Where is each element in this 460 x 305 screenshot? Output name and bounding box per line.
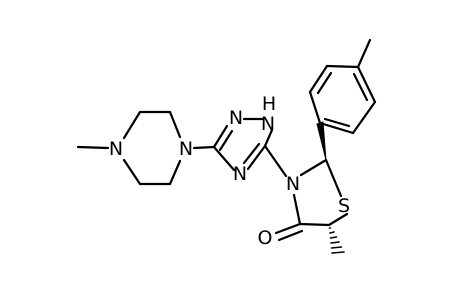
bond-S-C5 <box>327 212 349 227</box>
bond-pip-4 <box>168 159 182 186</box>
bond-ar-3 <box>325 64 360 69</box>
bond-ar-6 <box>318 121 355 135</box>
atom-label-n-triazole-2: N <box>261 113 275 135</box>
bond-pip-3 <box>168 110 182 139</box>
atom-label-n-triazole-1: N <box>229 107 243 129</box>
bond-methyl-pipN <box>76 145 110 150</box>
bond-C4-O <box>274 222 302 235</box>
atom-label-s-ring: S <box>338 195 350 217</box>
bond-ar-4-dbl <box>352 72 369 102</box>
atom-label-h-triazole: H <box>262 93 276 115</box>
bond-pip-6 <box>122 158 142 186</box>
label-layer: N N N N H N N S O <box>109 93 350 249</box>
atom-label-n-triazole-3: N <box>233 163 247 185</box>
atom-label-n-pip-left: N <box>109 138 123 160</box>
bond-pip-1 <box>122 110 142 140</box>
bond-tri-C3-N2-dbl <box>218 129 234 152</box>
solid-wedge-aryl <box>316 121 327 161</box>
atom-label-o-carbonyl: O <box>258 227 273 249</box>
bond-ar-2-dbl <box>316 71 333 95</box>
bond-ar-2 <box>308 64 329 94</box>
hashed-wedge-methyl <box>328 227 345 254</box>
bond-triazole-N3 <box>263 144 288 178</box>
bond-tri-C3-N2 <box>212 124 229 149</box>
bond-tri-C5-N4 <box>246 144 267 171</box>
bond-C5-C4 <box>298 222 331 227</box>
atom-label-n-thiazolidinone: N <box>286 173 300 195</box>
bond-ar-5 <box>351 100 377 135</box>
bond-pip-triazole <box>192 145 216 150</box>
bond-ar-6-dbl <box>323 117 351 128</box>
bond-tri-N1-C5 <box>263 128 274 148</box>
bond-ar-methyl <box>356 38 372 69</box>
bond-layer <box>76 38 377 254</box>
bond-C2-S <box>324 158 343 198</box>
atom-label-n-pip-right: N <box>179 138 193 160</box>
bond-tri-N4-C3 <box>212 145 236 172</box>
bond-ar-1 <box>308 90 322 125</box>
bond-C4-N3 <box>292 193 302 226</box>
bond-C4-O-dbl <box>277 229 304 242</box>
bond-ar-4 <box>356 65 377 104</box>
bond-tri-C5-N4-dbl <box>242 142 261 165</box>
bond-N3-C2 <box>299 158 328 177</box>
